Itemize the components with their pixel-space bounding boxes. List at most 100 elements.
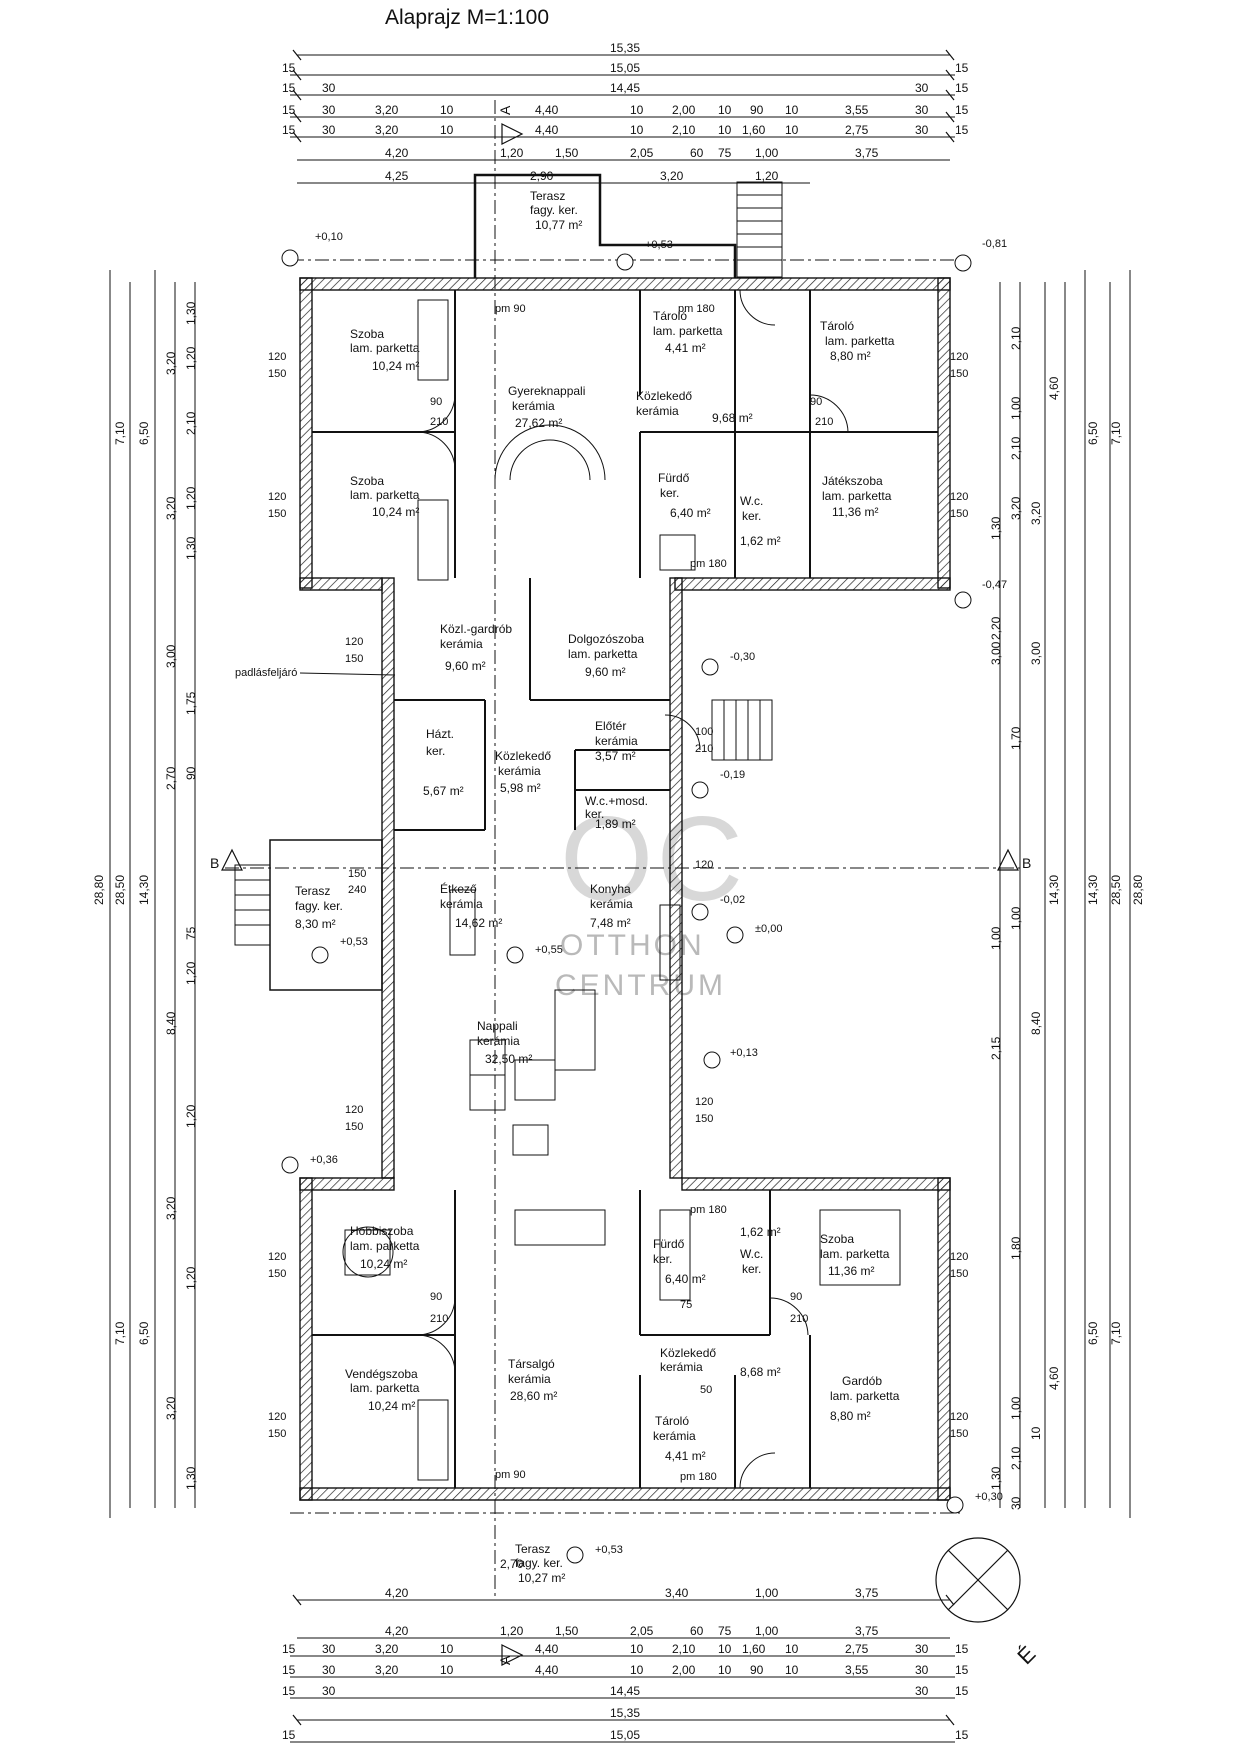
room-wc2-area: 1,62 m² [740,1225,781,1239]
dim-right-s6: 2,10 [1009,326,1023,350]
dim-top-r4-7: 10 [718,103,732,117]
room-wcmosd-mat: ker. [585,807,604,821]
north-letter: É [1012,1641,1040,1669]
opening-23: 120 [950,1411,968,1423]
opening-12: 150 [950,508,968,520]
dim-right-s14: 1,00 [1009,1396,1023,1420]
level-label-5: -0,30 [730,651,755,663]
opening-33: 120 [695,859,713,871]
dim-bot-r4-10: 3,55 [845,1663,869,1677]
level-label-6: -0,19 [720,769,745,781]
dim-left-s12: 1,75 [184,691,198,715]
opening-8: 150 [268,508,286,520]
room-terasz-mid-name: Terasz [295,884,330,898]
dim-bot-r5-2: 14,45 [610,1684,640,1698]
level-labels: +0,10 -0,81 +0,53 -0,47 -0,30 -0,19 -0,0… [310,231,1007,1556]
dim-bot-r3-1: 30 [322,1642,336,1656]
room-dolgozo-mat: lam. parketta [568,647,638,661]
dim-right-total3b: 7,10 [1109,1321,1123,1345]
dim-right-total4b: 6,50 [1086,1321,1100,1345]
dim-bot-r4-8: 90 [750,1663,764,1677]
note-pm90-1: pm 90 [495,303,526,315]
dim-bot-r3-0: 15 [282,1642,296,1656]
room-gyereknappali-name: Gyereknappali [508,384,585,398]
note-pm180-1: pm 180 [678,303,715,315]
dim-bot-r2-6: 1,00 [755,1624,779,1638]
dim-top-r5-4: 4,40 [535,123,559,137]
dim-left-total3b: 7,10 [113,1321,127,1345]
opening-27: 120 [345,636,363,648]
room-tarolo2-area: 8,80 m² [830,349,871,363]
level-label-7: -0,02 [720,894,745,906]
level-label-13: +0,53 [595,1544,623,1556]
room-kozlgard-mat: kerámia [440,637,483,651]
room-terasz-mid-mat: fagy. ker. [295,899,343,913]
opening-30: 150 [345,1121,363,1133]
room-jatek-name: Játékszoba [822,474,883,488]
room-tarolo2-mat: lam. parketta [825,334,895,348]
dims-right: 28,80 28,50 14,30 14,30 7,10 6,50 4,60 7… [989,326,1145,1510]
dim-left-s15: 75 [184,926,198,940]
room-szoba1-mat: lam. parketta [350,341,420,355]
room-kozl1-area: 9,68 m² [712,411,753,425]
level-label-11: +0,36 [310,1154,338,1166]
dim-top-r3-b: 30 [322,81,336,95]
room-dolgozo-area: 9,60 m² [585,665,626,679]
dim-bot-r7-2: 15 [955,1728,969,1742]
room-terasz-mid-area: 8,30 m² [295,917,336,931]
dim-bot-r5-4: 15 [955,1684,969,1698]
dim-bot-r3-7: 10 [718,1642,732,1656]
dim-right-s10: 1,70 [1009,726,1023,750]
dim-bot-r3-4: 4,40 [535,1642,559,1656]
room-dolgozo-name: Dolgozószoba [568,632,644,646]
room-szoba2-name: Szoba [350,474,384,488]
dim-bot-r3-3: 10 [440,1642,454,1656]
opening-11: 120 [950,491,968,503]
dim-bot-r2-4: 60 [690,1624,704,1638]
room-nappali-mat: kerámia [477,1034,520,1048]
dim-left-total3a: 7,10 [113,421,127,445]
opening-6: 150 [268,368,286,380]
dim-left-total4b: 6,50 [137,1321,151,1345]
plan-title: Alaprajz M=1:100 [385,6,550,29]
room-tarolo2-name: Tároló [820,319,854,333]
inner-walls [312,290,938,1488]
dim-top-r5-10: 2,75 [845,123,869,137]
dim-left-s13: 1,20 [184,961,198,985]
watermark-line2: CENTRUM [555,969,726,1002]
opening-15: 90 [790,1291,802,1303]
dims-left: 28,80 28,50 14,30 7,10 6,50 7,10 6,50 8,… [92,301,198,1490]
opening-24: 150 [950,1428,968,1440]
note-pm180-4: pm 180 [680,1471,717,1483]
dim-top-r6-1: 1,20 [500,146,524,160]
dim-right-s17: 1,30 [989,1466,1003,1490]
room-gardob-name: Gardób [842,1374,882,1388]
opening-2: 210 [430,416,448,428]
level-markers [281,249,972,1564]
dim-right-s15: 2,10 [1009,1446,1023,1470]
room-labels-mid: Közl.-gardrób kerámia 9,60 m² Dolgozószo… [295,622,648,1066]
room-tarolo1-mat: lam. parketta [653,324,723,338]
room-vendeg-mat: lam. parketta [350,1381,420,1395]
dim-top-r6-6: 1,00 [755,146,779,160]
room-konyha-name: Konyha [590,882,631,896]
dim-bot-r4-1: 30 [322,1663,336,1677]
dim-bot-r2-0: 4,20 [385,1624,409,1638]
room-konyha-mat: kerámia [590,897,633,911]
level-label-3: +0,53 [645,239,673,251]
dim-top-r4-9: 10 [785,103,799,117]
room-furdo1-name: Fürdő [658,471,690,485]
dim-bot-r1-4: 3,75 [855,1586,879,1600]
dim-left-s9: 2,10 [184,411,198,435]
dims-bottom: 4,20 2,70 3,40 1,00 3,75 4,20 1,20 1,50 … [282,1557,969,1742]
dim-top-r4-5: 10 [630,103,644,117]
dim-bot-r7-0: 15 [282,1728,296,1742]
opening-14: 210 [430,1313,448,1325]
dim-top-r2-a: 15 [282,61,296,75]
dim-bot-r1-2: 3,40 [665,1586,689,1600]
dim-top-r5-1: 30 [322,123,336,137]
opening-20: 150 [268,1428,286,1440]
opening-26: 210 [695,743,713,755]
dim-right-s3: 3,00 [1029,641,1043,665]
section-a-bottom: A [497,1655,513,1665]
